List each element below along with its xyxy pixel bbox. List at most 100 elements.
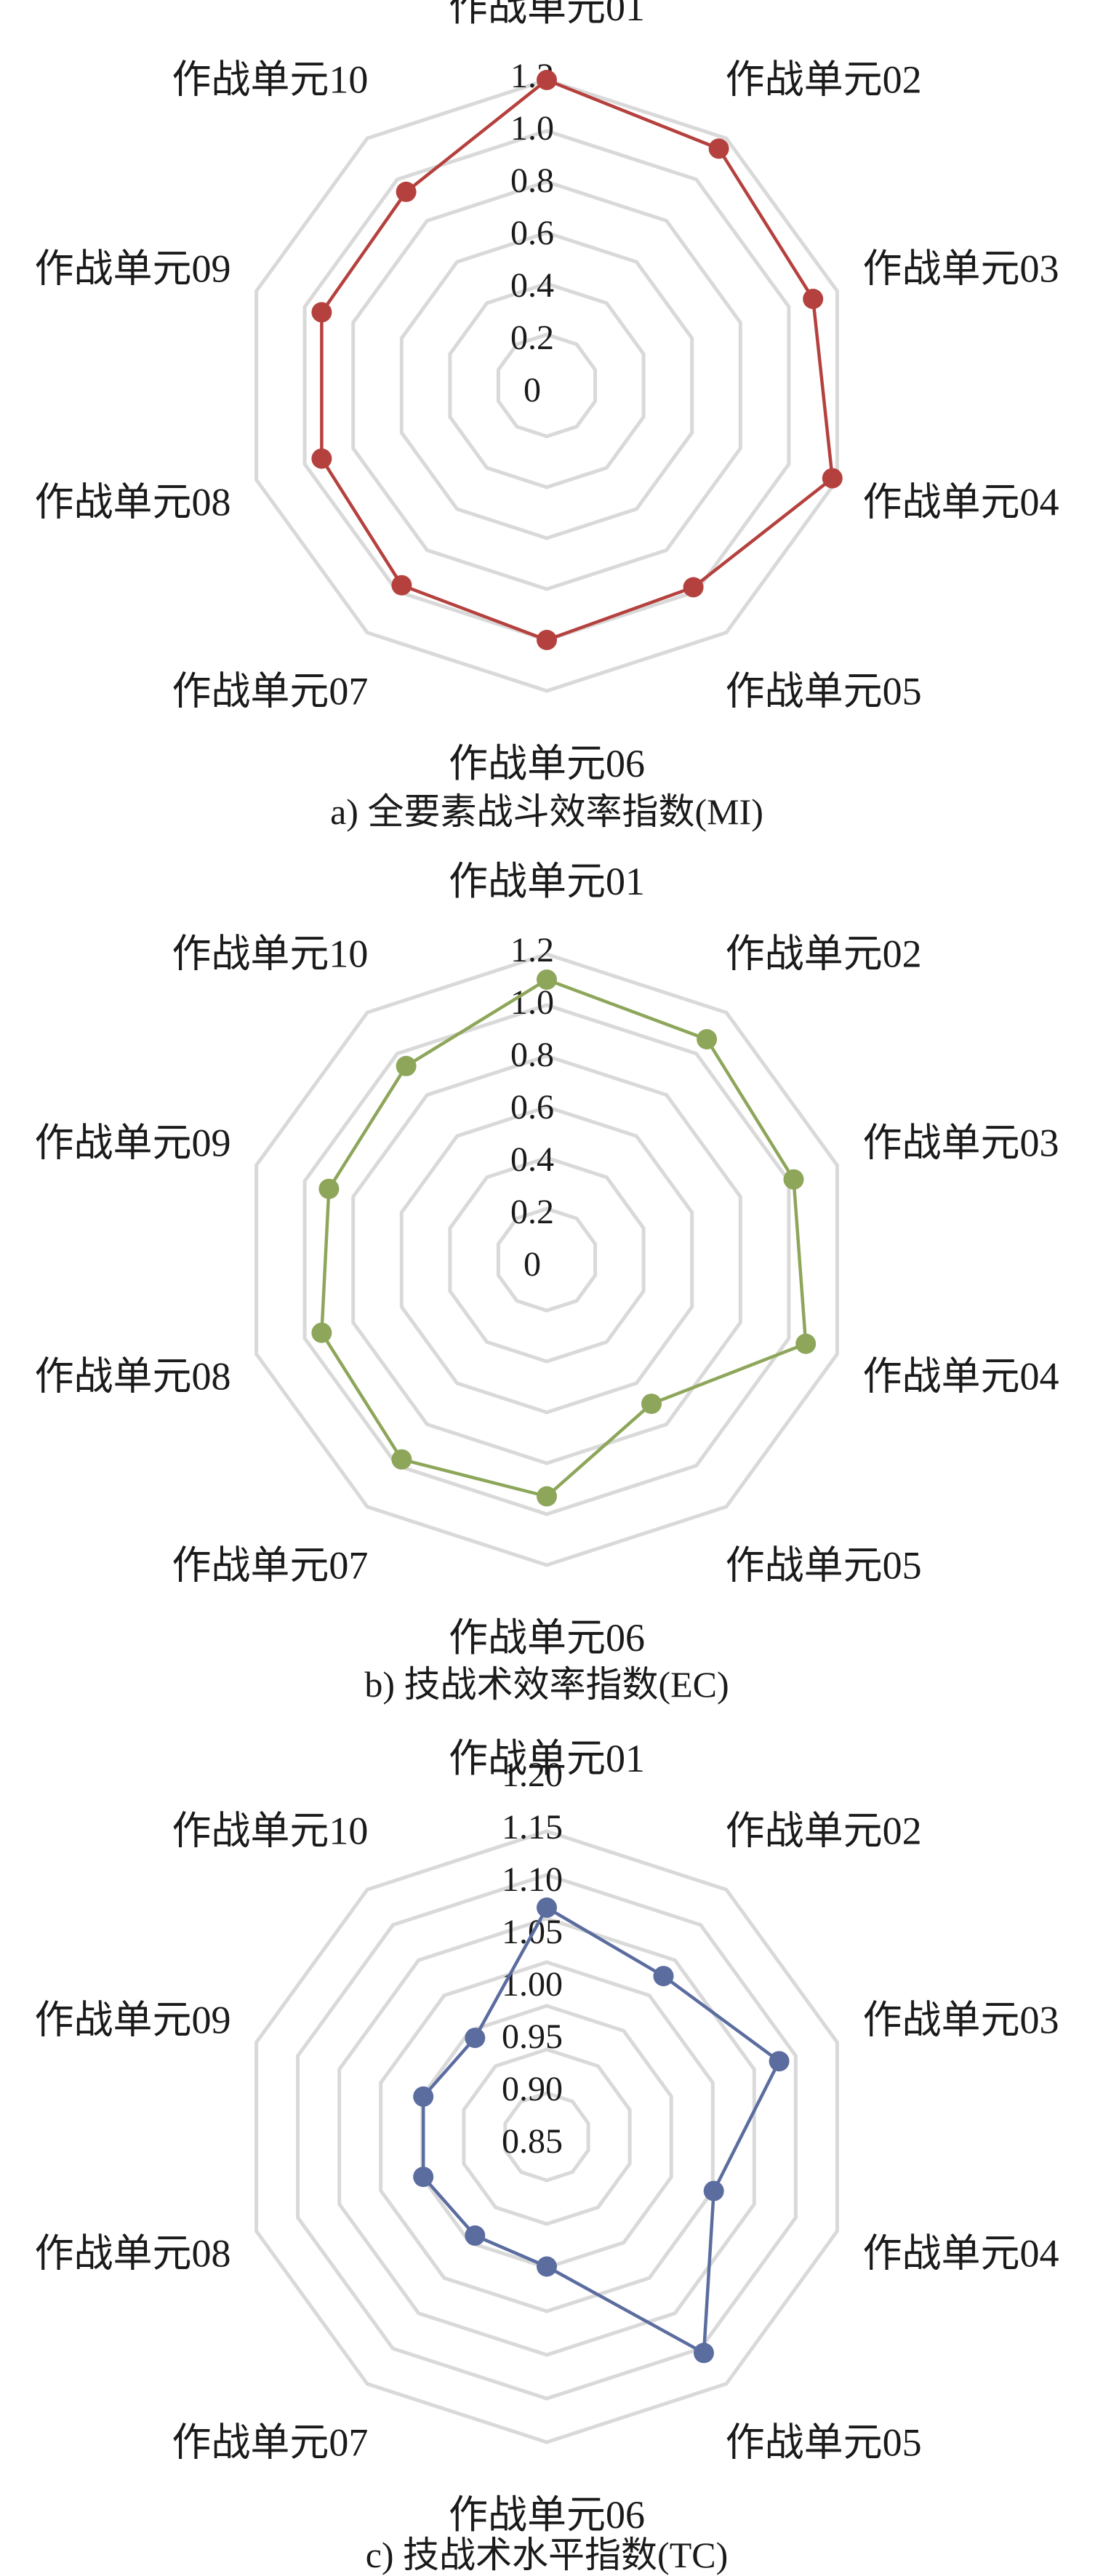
category-label: 作战单元10 xyxy=(172,57,368,101)
grid-ring xyxy=(254,952,839,1567)
tick-label: 1.15 xyxy=(502,1808,563,1847)
tick-label: 1.2 xyxy=(510,931,554,969)
category-label: 作战单元02 xyxy=(726,932,922,975)
data-point xyxy=(537,70,557,90)
tick-label: 0.2 xyxy=(510,1193,554,1231)
data-point xyxy=(311,1322,332,1343)
tick-label: 0.4 xyxy=(510,1140,554,1179)
category-label: 作战单元08 xyxy=(35,2232,231,2276)
data-point xyxy=(537,630,557,650)
category-label: 作战单元02 xyxy=(726,57,922,101)
data-point xyxy=(537,2256,557,2277)
radar-chart-1: 00.20.40.60.81.01.2作战单元01作战单元02作战单元03作战单… xyxy=(35,0,1059,832)
grid-ring xyxy=(462,2047,632,2226)
data-point xyxy=(703,2180,724,2201)
category-label: 作战单元04 xyxy=(863,2232,1059,2276)
tick-label: 0 xyxy=(524,371,541,409)
radar-chart-3: 0.850.900.951.001.051.101.151.20作战单元01作战… xyxy=(35,1737,1059,2575)
data-point xyxy=(769,2051,790,2072)
category-label: 作战单元02 xyxy=(726,1809,922,1852)
data-point xyxy=(537,1897,557,1918)
data-point xyxy=(537,969,557,990)
grid-ring xyxy=(399,231,694,540)
category-label: 作战单元05 xyxy=(726,1544,922,1588)
data-point xyxy=(311,448,332,469)
data-point xyxy=(396,1055,417,1076)
category-label: 作战单元03 xyxy=(863,247,1059,290)
tick-label: 0.2 xyxy=(510,319,554,357)
grid-ring xyxy=(351,1054,742,1465)
grid-ring xyxy=(448,1156,646,1364)
category-label: 作战单元07 xyxy=(172,2421,368,2465)
data-point xyxy=(311,302,332,323)
data-point xyxy=(803,289,824,309)
data-point xyxy=(413,2167,434,2188)
tick-label: 1.0 xyxy=(510,109,554,148)
grid-ring xyxy=(296,1873,798,2401)
chart-caption: b) 技战术效率指数(EC) xyxy=(364,1664,729,1705)
radar-chart-2: 00.20.40.60.81.01.2作战单元01作战单元02作战单元03作战单… xyxy=(35,860,1059,1705)
category-label: 作战单元06 xyxy=(449,2493,645,2537)
tick-label: 0.6 xyxy=(510,214,554,252)
data-point xyxy=(465,2225,486,2246)
data-point xyxy=(413,2086,434,2107)
tick-label: 0 xyxy=(524,1245,541,1284)
data-point xyxy=(795,1333,817,1354)
chart-caption: c) 技战术水平指数(TC) xyxy=(366,2535,729,2575)
tick-label: 0.8 xyxy=(510,161,554,200)
data-point xyxy=(783,1169,804,1190)
category-label: 作战单元06 xyxy=(449,1616,645,1660)
grid-ring xyxy=(379,1960,715,2313)
data-point xyxy=(396,181,417,202)
tick-label: 0.6 xyxy=(510,1088,554,1127)
tick-label: 0.4 xyxy=(510,266,554,305)
grid-ring xyxy=(337,1916,756,2357)
category-label: 作战单元05 xyxy=(726,670,922,713)
data-point xyxy=(391,575,412,596)
data-point xyxy=(822,468,843,489)
category-label: 作战单元01 xyxy=(449,0,645,29)
category-label: 作战单元03 xyxy=(863,1121,1059,1164)
data-point xyxy=(537,1486,557,1507)
category-label: 作战单元04 xyxy=(863,481,1059,524)
grid-ring xyxy=(302,129,791,642)
category-label: 作战单元10 xyxy=(172,932,368,975)
category-label: 作战单元08 xyxy=(35,1355,231,1399)
grid-ring xyxy=(302,1003,791,1516)
category-label: 作战单元10 xyxy=(172,1809,368,1852)
series-line xyxy=(421,1905,781,2355)
grid-ring xyxy=(399,1105,694,1415)
data-point xyxy=(683,577,704,598)
data-point xyxy=(391,1449,412,1470)
tick-label: 1.10 xyxy=(502,1860,563,1899)
data-point xyxy=(653,1966,674,1987)
tick-label: 0.95 xyxy=(502,2017,563,2056)
category-label: 作战单元09 xyxy=(35,247,231,290)
category-label: 作战单元05 xyxy=(726,2421,922,2465)
tick-label: 0.90 xyxy=(502,2070,563,2108)
grid-ring xyxy=(496,1207,598,1313)
tick-label: 0.8 xyxy=(510,1036,554,1074)
grid-ring xyxy=(351,180,742,591)
data-point xyxy=(465,2028,486,2049)
chart-caption: a) 全要素战斗效率指数(MI) xyxy=(330,791,763,832)
data-point xyxy=(641,1393,662,1415)
tick-label: 0.85 xyxy=(502,2122,563,2161)
series-line xyxy=(320,78,835,642)
tick-label: 1.20 xyxy=(502,1756,563,1794)
grid-ring xyxy=(496,332,598,439)
category-label: 作战单元01 xyxy=(449,860,645,903)
category-label: 作战单元07 xyxy=(172,1544,368,1588)
category-label: 作战单元09 xyxy=(35,1121,231,1164)
category-label: 作战单元09 xyxy=(35,1998,231,2041)
category-label: 作战单元07 xyxy=(172,670,368,713)
category-label: 作战单元06 xyxy=(449,742,645,785)
grid-ring xyxy=(254,1829,839,2444)
category-label: 作战单元08 xyxy=(35,481,231,524)
data-point xyxy=(708,138,729,159)
grid-ring xyxy=(254,78,839,693)
data-point xyxy=(694,2343,714,2364)
category-label: 作战单元01 xyxy=(449,1737,645,1780)
category-label: 作战单元03 xyxy=(863,1998,1059,2041)
